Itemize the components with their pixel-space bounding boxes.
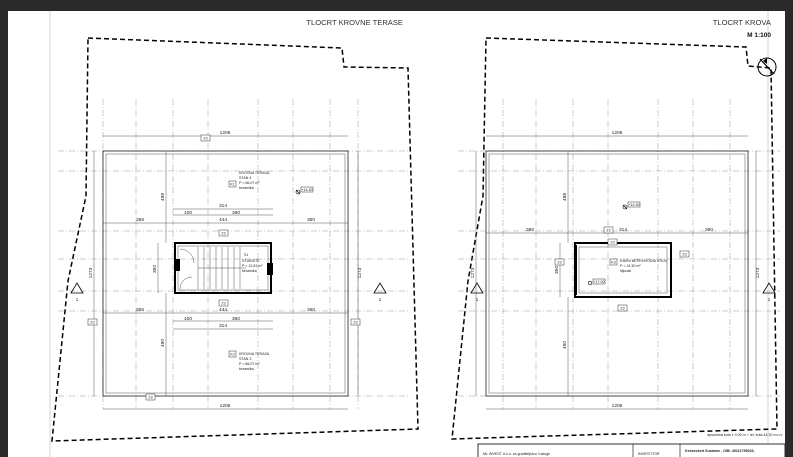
left-upper-room-code: K1	[230, 183, 234, 187]
right-level-value: +14.30	[628, 203, 639, 207]
left-plot-boundary	[51, 37, 419, 442]
left-lower-room-area: P = 66.07 m²	[239, 362, 260, 366]
right-tag-4: Z3	[620, 307, 624, 311]
footer-investor-company: ML INVEST d.o.o. za graditeljstvo i uslu…	[483, 452, 550, 456]
right-tag-3: Z3	[682, 253, 686, 257]
right-plan: TLOCRT KROVA M 1:100	[451, 18, 780, 440]
left-stair-core	[174, 242, 273, 294]
right-roof-name: RAVNI NEPROHODNI KROV	[620, 259, 668, 263]
footer: apsolutna kota ± 0.00 m = rel. kota 44.3…	[477, 433, 785, 457]
left-dim-bottom: 1206	[220, 403, 231, 409]
left-dim-row-a-2: 444	[219, 217, 227, 223]
right-dim-bottom: 1206	[612, 403, 623, 409]
right-grid-lines	[458, 99, 780, 409]
left-tag-2: Z3	[221, 232, 225, 236]
right-roof-area: P = 14.30 m²	[620, 264, 641, 268]
right-dim-row-a-1: 386	[526, 227, 534, 233]
left-stair-room-code: S1	[244, 253, 248, 257]
left-dim-row-b-2: 360	[232, 210, 240, 216]
left-dimensions: 1206 1206 1273 1273 488 490 350 314 356 …	[88, 130, 363, 410]
footer-owner: Kesseckert Susanne , OIB: 45211795033,	[685, 449, 755, 453]
footer-levels-note: apsolutna kota ± 0.00 m = rel. kota 44.3…	[707, 433, 783, 437]
left-upper-room-finish: keramika	[239, 186, 254, 190]
right-roof-code: K3	[611, 261, 615, 265]
left-level-mark: +14.30	[295, 186, 314, 195]
right-dim-left: 1273	[470, 267, 476, 278]
left-upper-room-name: KROVNA TERASA	[239, 171, 270, 175]
left-section-markers: 1 1	[70, 282, 387, 302]
right-section-markers: 1 1	[470, 282, 776, 302]
right-level-mark: +14.30	[622, 201, 641, 210]
left-dim-right: 1273	[357, 267, 363, 278]
left-section-marker-right: 1	[379, 297, 382, 302]
left-dim-row-a-3: 360	[307, 217, 315, 223]
left-tags: Z3 Z3 Z3 Z3 Z3 Z3	[87, 134, 361, 401]
right-dim-row-a-3: 380	[705, 227, 713, 233]
left-lower-room-name: KROVNA TERASA	[239, 352, 270, 356]
right-section-marker-left: 1	[476, 297, 479, 302]
left-dim-mid-vertical: 350	[152, 265, 158, 273]
left-tag-1: Z3	[203, 137, 207, 141]
left-plan: TLOCRT KROVNE TERASE	[51, 18, 419, 442]
right-building-outline	[485, 150, 749, 397]
left-upper-room-area: P = 66.07 m²	[239, 181, 260, 185]
floor-plan-drawing: TLOCRT KROVNE TERASE	[49, 11, 785, 457]
left-dim-row-d-1: 100	[184, 316, 192, 322]
left-dim-lower-width: 314	[219, 323, 227, 329]
left-tag-5: Z3	[353, 321, 357, 325]
left-lower-room-unit: STAN 3	[239, 357, 251, 361]
left-lower-room-finish: keramika	[239, 367, 254, 371]
right-tag-1: Z3	[606, 229, 610, 233]
left-dim-row-c-1: 356	[136, 307, 144, 313]
right-tag-5: Z3	[610, 241, 614, 245]
left-plan-title: TLOCRT KROVNE TERASE	[306, 18, 403, 27]
right-dim-lower-height: 490	[562, 341, 568, 349]
right-plan-title: TLOCRT KROVA	[713, 18, 772, 27]
right-dim-mid-vertical: 350	[554, 266, 560, 274]
right-plot-boundary	[451, 37, 778, 440]
left-level-value: +14.30	[301, 188, 312, 192]
left-room-upper: K1 KROVNA TERASA STAN 4 P = 66.07 m² ker…	[228, 171, 270, 190]
left-dim-upper-width: 314	[219, 203, 227, 209]
left-lower-room-code: K2	[230, 353, 234, 357]
right-tags: Z3 Z3 Z3 Z3 Z3	[554, 226, 690, 312]
left-dim-row-a-1: 356	[136, 217, 144, 223]
left-room-stair: S1 STUBIŠTE P = 12.81 m² keramika	[242, 253, 263, 273]
left-dim-row-b-1: 100	[184, 210, 192, 216]
left-building-outline	[102, 150, 349, 397]
left-stair-room-name: STUBIŠTE	[242, 258, 260, 263]
right-tag-2: Z3	[557, 261, 561, 265]
right-dim-top: 1206	[612, 130, 623, 136]
right-dim-upper-height: 488	[562, 193, 568, 201]
left-stair-room-finish: keramika	[242, 269, 257, 273]
footer-investor-label: INVESTITOR	[638, 452, 660, 456]
left-dim-row-c-2: 444	[219, 307, 227, 313]
left-room-lower: K2 KROVNA TERASA STAN 3 P = 66.07 m² ker…	[228, 350, 270, 371]
right-roof-finish: šljunak	[620, 269, 631, 273]
left-dim-lower-height: 490	[160, 339, 166, 347]
drawing-sheet: TLOCRT KROVNE TERASE	[8, 11, 785, 457]
right-dim-row-a-2: 314	[619, 227, 627, 233]
left-dim-left: 1273	[88, 267, 94, 278]
left-dim-row-d-2: 360	[232, 316, 240, 322]
left-stair-room-area: P = 12.81 m²	[242, 264, 263, 268]
left-dim-top: 1206	[220, 130, 231, 136]
left-tag-3: Z3	[221, 302, 225, 306]
right-dim-right: 1273	[755, 267, 761, 278]
right-section-marker-right: 1	[768, 297, 771, 302]
right-level-mark-2: +17.00	[587, 278, 606, 286]
right-level-value-2: +17.00	[593, 280, 604, 284]
right-dimensions: 1206 1206 1273 1273 488 490 350 386 314 …	[470, 130, 761, 410]
left-dim-row-c-3: 360	[307, 307, 315, 313]
right-roof-core	[574, 242, 672, 298]
left-tag-4: Z3	[90, 321, 94, 325]
right-roof-label: K3 RAVNI NEPROHODNI KROV P = 14.30 m² šl…	[609, 258, 668, 273]
left-section-marker-left: 1	[76, 297, 79, 302]
left-dim-upper-height: 488	[160, 193, 166, 201]
right-plan-scale: M 1:100	[747, 32, 771, 39]
left-tag-6: Z3	[148, 396, 152, 400]
left-upper-room-unit: STAN 4	[239, 176, 251, 180]
